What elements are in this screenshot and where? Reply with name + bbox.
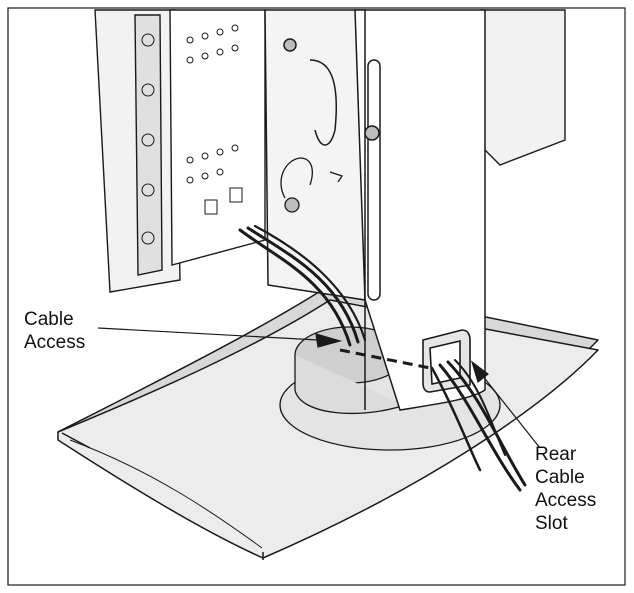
cables (238, 224, 527, 492)
cable-access-label: Cable Access (24, 308, 85, 354)
stand-column (264, 9, 486, 411)
back-connector (280, 157, 344, 213)
rear-label-line-1: Rear (535, 444, 577, 465)
rear-cable-access-slot-label: Rear Cable Access Slot (535, 443, 596, 535)
cable-access-line-1: Cable (24, 309, 74, 330)
rear-label-line-3: Access (535, 490, 597, 511)
panel-holes (141, 24, 243, 245)
rear-label-line-2: Cable (535, 467, 585, 488)
illustration-border (7, 7, 626, 586)
cable-access-line-2: Access (24, 332, 86, 353)
leader-lines (97, 327, 541, 449)
rear-label-line-4: Slot (535, 513, 568, 534)
monitor-back (94, 9, 566, 293)
rear-slot (422, 329, 471, 393)
